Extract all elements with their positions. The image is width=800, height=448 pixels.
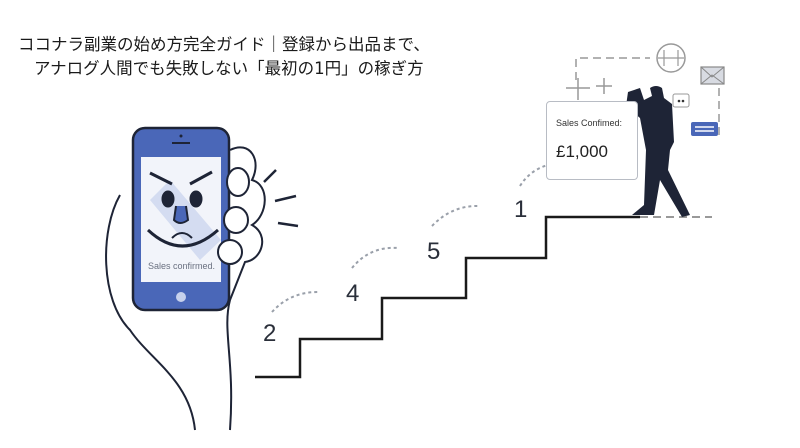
step-number: 2 [263,320,277,347]
title-line-2: アナログ人間でも失敗しない「最初の1円」の稼ぎ方 [34,59,424,78]
sales-card-caption: Sales Confimed: [556,118,623,128]
sales-card-amount: £1,000 [556,142,608,161]
step-number: 4 [346,280,360,307]
page-title: ココナラ副業の始め方完全ガイド｜登録から出品まで、 アナログ人間でも失敗しない「… [18,33,430,81]
sales-card: Sales Confimed: £1,000 [546,101,638,180]
home-button-icon [176,292,186,302]
phone-screen-text: Sales confirmed. [148,261,216,271]
motion-lines-icon [263,169,299,228]
step-number: 1 [514,196,528,223]
title-line-1: ココナラ副業の始め方完全ガイド｜登録から出品まで、 [18,35,430,54]
man-silhouette [626,86,690,217]
message-icon [691,122,718,136]
angry-face-icon [146,170,219,248]
step-number: 5 [427,238,441,265]
staircase [255,215,640,379]
chat-dots-icon [672,93,690,108]
arrow-arcs [271,164,549,313]
